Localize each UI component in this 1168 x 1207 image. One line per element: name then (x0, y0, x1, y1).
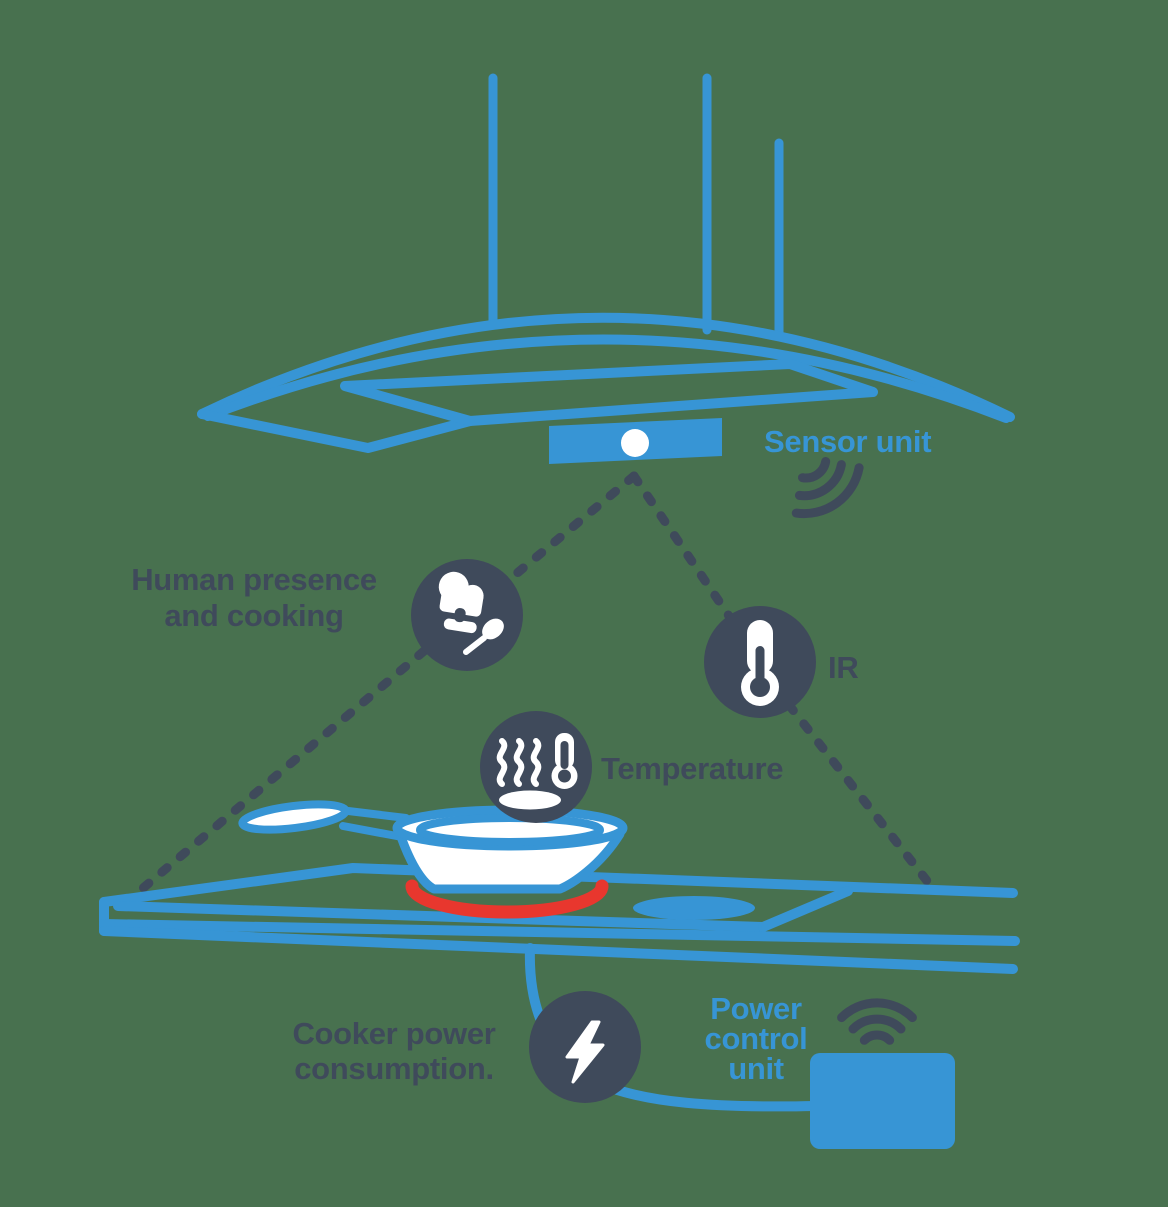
cooker-power-line1: Cooker power (292, 1016, 496, 1051)
sensor-sight-lines (131, 471, 936, 899)
cooktop-counter (99, 863, 1020, 974)
power-control-line2: control (704, 1021, 808, 1056)
power-control-label: Power control unit (656, 991, 856, 1086)
sensor-unit-box (549, 418, 722, 464)
counter-front-edge (99, 919, 1020, 946)
human-presence-line2: and cooking (164, 598, 344, 633)
dashed-line-ir-to-counter (784, 700, 936, 891)
temperature-label: Temperature (601, 751, 784, 786)
pan-rim-inner (416, 814, 604, 846)
cooktop-inset-right-edge (758, 886, 853, 932)
wifi-signal-icon-sensor (791, 457, 864, 519)
human-presence-label: Human presence and cooking (95, 562, 413, 634)
cooker-power-label: Cooker power consumption. (234, 1016, 554, 1086)
sensor-camera-dot (621, 429, 649, 457)
counter-back-edge (99, 863, 1018, 907)
power-control-unit-box (810, 1053, 955, 1149)
hood-canopy-outer-arc (197, 312, 1015, 422)
counter-bottom-edge (99, 926, 1018, 974)
frying-pan (238, 800, 628, 894)
range-hood (197, 73, 1015, 453)
power-control-line1: Power (710, 991, 802, 1026)
chef-hat-spoon-icon (411, 559, 523, 671)
ir-label: IR (828, 650, 859, 685)
dashed-line-sensor-to-chef (505, 471, 639, 584)
cooktop-inset-front-edge (113, 901, 768, 932)
steam-waves (496, 738, 542, 787)
wifi-signal-icon-power (837, 998, 917, 1045)
dashed-line-sensor-to-ir (629, 471, 736, 624)
hood-front-lip (197, 409, 475, 453)
ir-thermometer-icon (704, 606, 816, 718)
heating-element-arc (405, 879, 609, 919)
human-presence-line1: Human presence (131, 562, 377, 597)
power-control-line3: unit (728, 1051, 784, 1086)
spoon-glyph (463, 618, 504, 655)
dashed-line-chef-to-counter (131, 646, 429, 899)
lightning-bolt-icon (529, 991, 641, 1103)
temperature-steam-icon (480, 711, 592, 823)
plate-glyph (499, 790, 561, 810)
cooker-power-line2: consumption. (294, 1051, 494, 1086)
hood-bottom-panel (340, 359, 878, 426)
pan-handle (238, 800, 410, 841)
hood-canopy-inner-arc (203, 334, 1011, 423)
burner-ellipse (633, 896, 755, 920)
sensor-unit-label: Sensor unit (764, 424, 932, 459)
